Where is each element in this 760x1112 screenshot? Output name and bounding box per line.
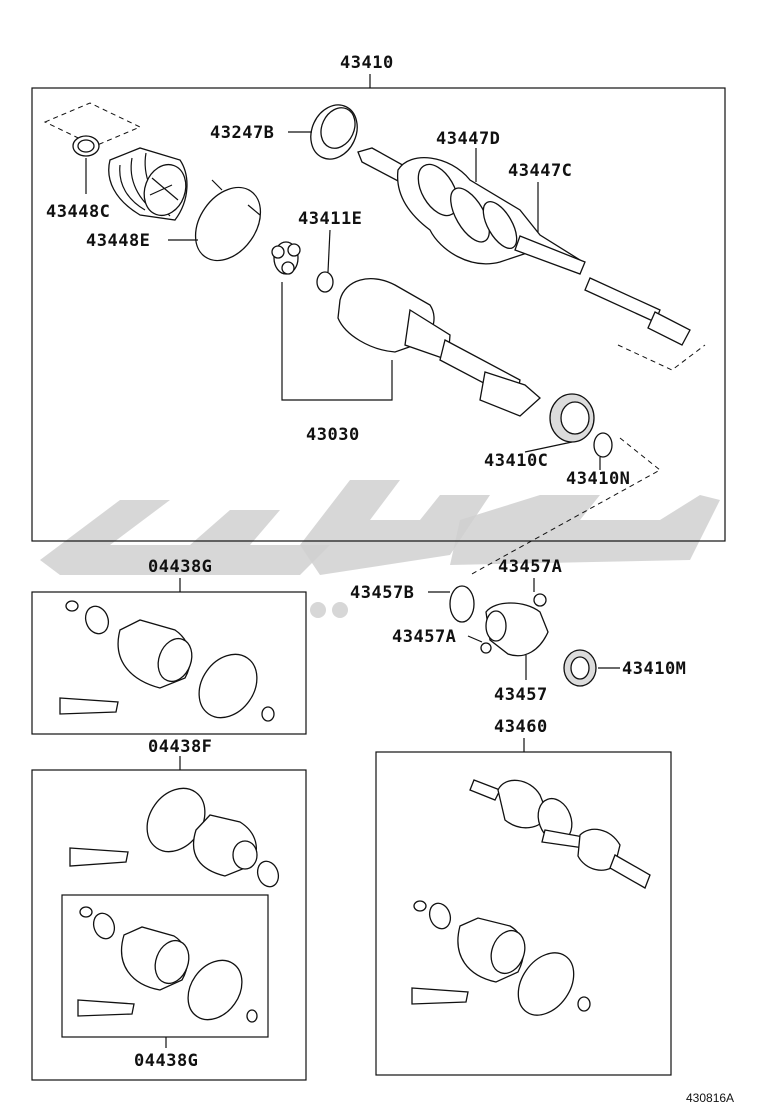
label-43247B: 43247B	[210, 123, 274, 143]
label-43448E: 43448E	[86, 231, 150, 251]
label-43410C: 43410C	[484, 451, 548, 471]
label-43457B: 43457B	[350, 583, 414, 603]
assembly-43460: 43460	[375, 717, 672, 1076]
label-43410N: 43410N	[566, 469, 630, 489]
label-43447C: 43447C	[508, 161, 572, 181]
drive-shaft-part	[357, 147, 691, 346]
retainer-43457-group: 43457B 43457A 43457A 43457 43410M	[350, 557, 686, 705]
label-43460: 43460	[494, 717, 548, 737]
label-04438F: 04438F	[148, 737, 212, 757]
label-43448C: 43448C	[46, 202, 110, 222]
kit-04438G-bottom-frame	[61, 894, 269, 1038]
band-43448E-part	[168, 179, 262, 262]
snap-ring-43411E-part	[316, 229, 334, 293]
label-43410M: 43410M	[622, 659, 686, 679]
tripod-joint-part	[271, 241, 301, 275]
inner-joint-43030-part	[281, 278, 541, 417]
label-43447D: 43447D	[436, 129, 500, 149]
kit-04438G-top-frame	[31, 591, 307, 735]
watermark-logo	[40, 480, 720, 618]
label-43457A-top: 43457A	[498, 557, 562, 577]
kit-04438F: 04438F 04438G	[31, 737, 307, 1081]
label-04438G-top: 04438G	[148, 557, 212, 577]
bearing-43410C-part	[524, 393, 595, 453]
assembly-43410: 43410 43448C 43448E	[31, 53, 726, 542]
label-43411E: 43411E	[298, 209, 362, 229]
ring-43247B-part	[288, 104, 358, 160]
figure-code: 430816A	[686, 1091, 734, 1105]
kit-04438F-frame	[31, 769, 307, 1081]
label-43457A-mid: 43457A	[392, 627, 456, 647]
boot-part	[108, 147, 188, 221]
assembly-43410-frame	[31, 87, 726, 542]
label-43457: 43457	[494, 685, 548, 705]
label-43410: 43410	[340, 53, 394, 73]
kit-04438G-top: 04438G	[31, 557, 307, 735]
label-04438G-bottom: 04438G	[134, 1051, 198, 1071]
snap-ring-43410N-part	[593, 432, 613, 470]
clamp-43448C-part	[72, 135, 100, 194]
label-43030: 43030	[306, 425, 360, 445]
